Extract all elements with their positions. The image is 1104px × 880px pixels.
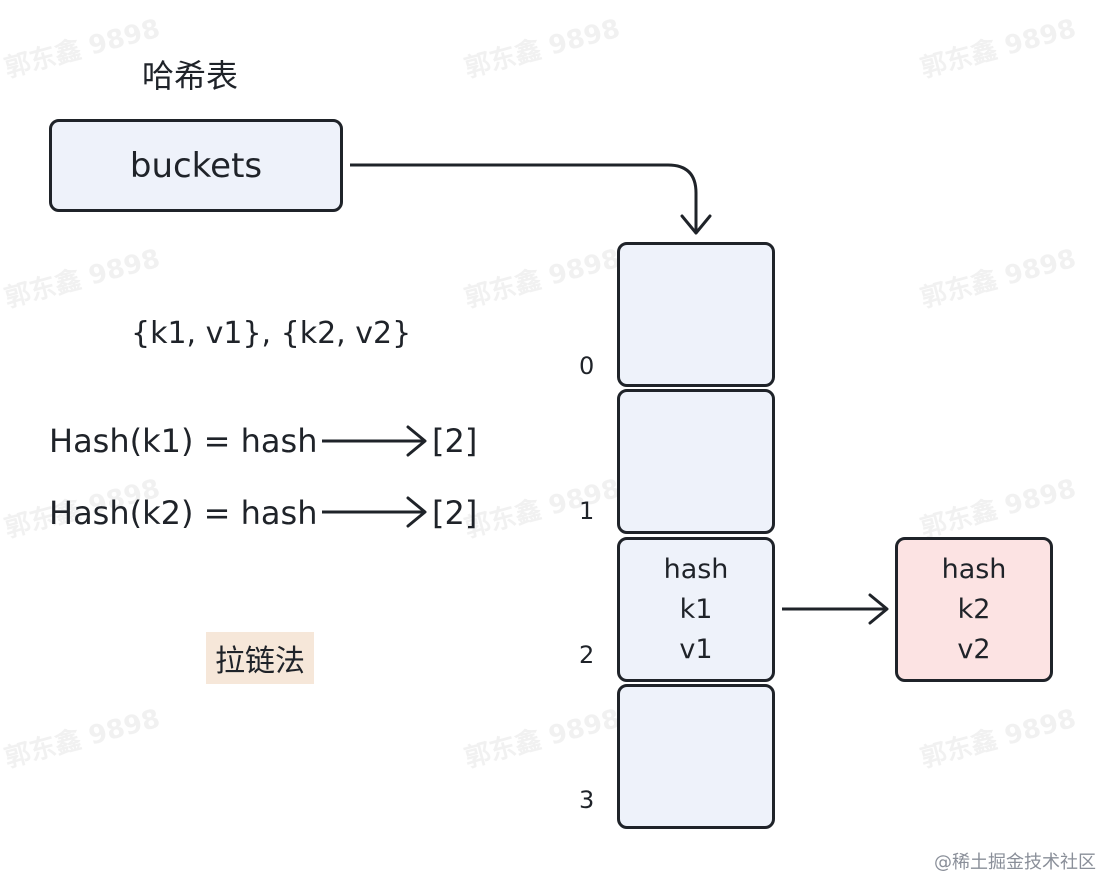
bucket2-value: v1 — [679, 633, 713, 665]
chain-node-key: k2 — [957, 593, 991, 625]
chain-node-value: v2 — [957, 633, 991, 665]
chain-node: hash k2 v2 — [895, 537, 1053, 682]
bucket-index-3: 3 — [579, 786, 595, 814]
buckets-box: buckets — [49, 119, 343, 212]
buckets-pointer-arrowhead — [680, 214, 712, 235]
bucket-slot-1 — [617, 389, 775, 534]
bucket-slot-0 — [617, 242, 775, 387]
bucket-slot-3 — [617, 684, 775, 829]
bucket-index-0: 0 — [579, 352, 595, 380]
hash1-arrowhead — [406, 425, 427, 457]
bucket-index-2: 2 — [579, 641, 595, 669]
chain-arrowhead — [868, 593, 889, 625]
hash-expression-1: Hash(k1) = hash — [49, 422, 318, 460]
chain-node-hash: hash — [941, 553, 1007, 585]
collision-method-label: 拉链法 — [206, 632, 314, 684]
bucket-slot-2: hash k1 v1 — [617, 537, 775, 682]
diagram-title: 哈希表 — [142, 57, 239, 95]
hash-target-2: [2] — [432, 494, 478, 532]
buckets-label: buckets — [129, 145, 263, 186]
hash-target-1: [2] — [432, 422, 478, 460]
bucket-index-1: 1 — [579, 497, 595, 525]
key-value-pairs: {k1, v1}, {k2, v2} — [131, 316, 412, 351]
hash2-arrowhead — [406, 496, 427, 528]
source-credit: @稀土掘金技术社区 — [934, 852, 1096, 873]
bucket2-key: k1 — [679, 593, 713, 625]
bucket2-hash: hash — [663, 553, 729, 585]
buckets-pointer-arrow — [350, 163, 698, 232]
hash-expression-2: Hash(k2) = hash — [49, 494, 318, 532]
